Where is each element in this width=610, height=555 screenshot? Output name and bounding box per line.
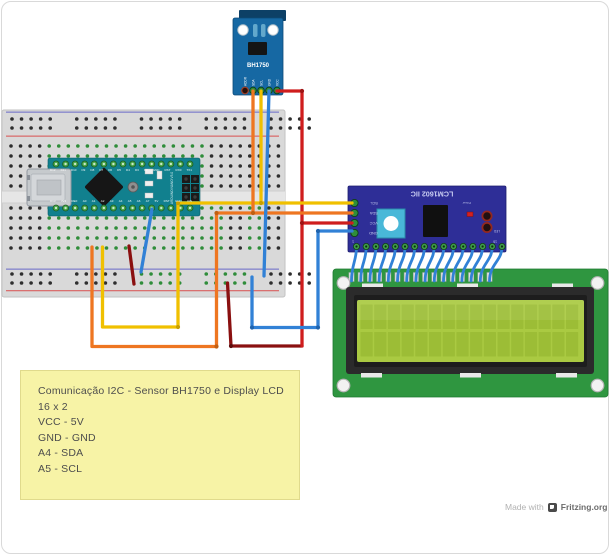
label-item: D11 bbox=[60, 168, 66, 172]
label-item: D12 bbox=[50, 168, 56, 172]
label-item: 5V bbox=[154, 199, 159, 203]
label-item: A6 bbox=[136, 199, 141, 203]
arduino-nano: ARDUINO NANO V3.0 bbox=[26, 157, 201, 217]
mounting-hole bbox=[267, 24, 279, 36]
top-rail-red-line bbox=[6, 135, 279, 137]
lcm1602-title: LCM1602 IIC bbox=[411, 190, 454, 199]
mounting-hole bbox=[336, 378, 351, 393]
bh1750-pin-label: GND bbox=[267, 78, 271, 86]
label-item: Comunicação I2C - Sensor BH1750 e Displa… bbox=[38, 385, 284, 397]
label-item: D3 bbox=[134, 168, 139, 172]
label-item: A4 - SDA bbox=[38, 447, 84, 459]
label-item: A0 bbox=[82, 199, 87, 203]
label-item: VCC - 5V bbox=[38, 416, 84, 428]
label-item: D10 bbox=[70, 168, 77, 172]
lcd-display bbox=[332, 268, 609, 398]
label-item: A5 - SCL bbox=[38, 462, 83, 475]
lcm-to-lcd-wires bbox=[350, 245, 504, 283]
led-jumper-pad bbox=[481, 210, 493, 222]
label-item: GND - GND bbox=[38, 431, 96, 444]
bh1750-pin-label: SDA bbox=[251, 79, 255, 86]
nano-bottom-pin-labels: D13 3V3 REF A0 A1 A2 A3 A4 A5 A6 A7 5V RST GND VIN bbox=[50, 199, 192, 203]
nano-board-label: ARDUINO NANO V3.0 bbox=[170, 172, 174, 204]
label-item: A5 bbox=[127, 199, 132, 203]
footer: Made with Fritzing.org bbox=[505, 502, 608, 512]
label-item: TX1 bbox=[186, 168, 192, 172]
lcd-character-cells bbox=[360, 304, 579, 357]
lcm-pin-label-sda: SDA bbox=[369, 211, 378, 216]
label-item: GND bbox=[152, 168, 160, 172]
nano-top-pin-labels: D12 D11 D10 D9 D8 D7 D6 D5 D4 D3 D2 GND RST RX0 TX1 bbox=[50, 168, 192, 172]
note-text: Comunicação I2C - Sensor BH1750 e Displa… bbox=[21, 371, 299, 477]
bh1750-label: BH1750 bbox=[247, 63, 270, 69]
label-item: RST bbox=[164, 168, 171, 172]
nano-pins bbox=[52, 160, 194, 212]
led-label: LED bbox=[493, 229, 500, 233]
annotation-note: Comunicação I2C - Sensor BH1750 e Displa… bbox=[20, 370, 300, 500]
label-item: RST bbox=[163, 199, 170, 203]
bh1750-pin-label: VCC bbox=[275, 79, 279, 86]
label-item: D7 bbox=[99, 168, 104, 172]
bh1750-pin-label: ADDR bbox=[243, 76, 247, 86]
label-item: 3V3 bbox=[60, 199, 67, 203]
label-item: D5 bbox=[117, 168, 121, 172]
label-item: D9 bbox=[81, 168, 86, 172]
fritzing-logo-icon bbox=[547, 502, 557, 512]
label-item: A7 bbox=[145, 199, 150, 203]
label-item: D6 bbox=[108, 168, 113, 172]
mcu-chip bbox=[85, 168, 123, 206]
lcm-pin-label-vcc: VCC bbox=[369, 221, 378, 226]
mounting-hole bbox=[590, 378, 605, 393]
pin16-label: 16 bbox=[493, 240, 497, 244]
fritzing-brand-text: Fritzing.org bbox=[560, 502, 608, 512]
bottom-rail-red-line bbox=[6, 290, 279, 292]
bh1750-pin-label: SCL bbox=[259, 80, 263, 86]
mounting-hole bbox=[590, 276, 605, 290]
mounting-hole bbox=[336, 276, 351, 290]
label-item: VIN bbox=[186, 199, 192, 203]
mounting-hole bbox=[237, 24, 249, 36]
smd-components bbox=[144, 168, 163, 199]
led-jumper-pad bbox=[481, 221, 493, 233]
wire-bendpoints bbox=[175, 88, 321, 349]
label-item: A2 bbox=[100, 199, 105, 203]
wire-5v-to-rail bbox=[127, 244, 136, 286]
lcm-pin-label-gnd: GND bbox=[369, 231, 378, 236]
label-item: RX0 bbox=[175, 168, 182, 172]
label-item: D13 bbox=[50, 199, 56, 203]
power-label: Power bbox=[462, 201, 471, 205]
usb-connector bbox=[26, 168, 72, 207]
bh1750-pin-addr bbox=[241, 86, 249, 95]
made-with-text: Made with bbox=[505, 502, 544, 512]
label-item: A4 bbox=[118, 199, 123, 203]
icsp-header bbox=[182, 175, 199, 201]
bh1750-module: BH1750 ADDR SDA SCL GND VCC bbox=[232, 10, 286, 96]
label-item: A3 bbox=[109, 199, 114, 203]
lcm1602-bottom-pins bbox=[352, 242, 506, 250]
i2c-chip bbox=[423, 205, 448, 237]
lcm1602-module: LCM1602 IIC Power LED 1 16 SCL SDA VCC G… bbox=[347, 185, 507, 253]
wire-bh1750-gnd bbox=[262, 89, 271, 278]
label-item: D8 bbox=[90, 168, 95, 172]
bh1750-chip bbox=[248, 42, 267, 55]
label-item: REF bbox=[71, 199, 78, 203]
label-item: GND bbox=[174, 199, 182, 203]
pin1-label: 1 bbox=[352, 240, 354, 244]
power-led bbox=[466, 211, 474, 217]
top-rail-blue-line bbox=[6, 111, 279, 113]
label-item: D2 bbox=[143, 168, 148, 172]
lcm-pin-label-scl: SCL bbox=[369, 201, 378, 206]
wire-nano-gnd bbox=[139, 207, 154, 274]
label-item: D4 bbox=[126, 168, 130, 172]
label-item: 16 x 2 bbox=[38, 400, 68, 413]
label-item: A1 bbox=[91, 199, 96, 203]
